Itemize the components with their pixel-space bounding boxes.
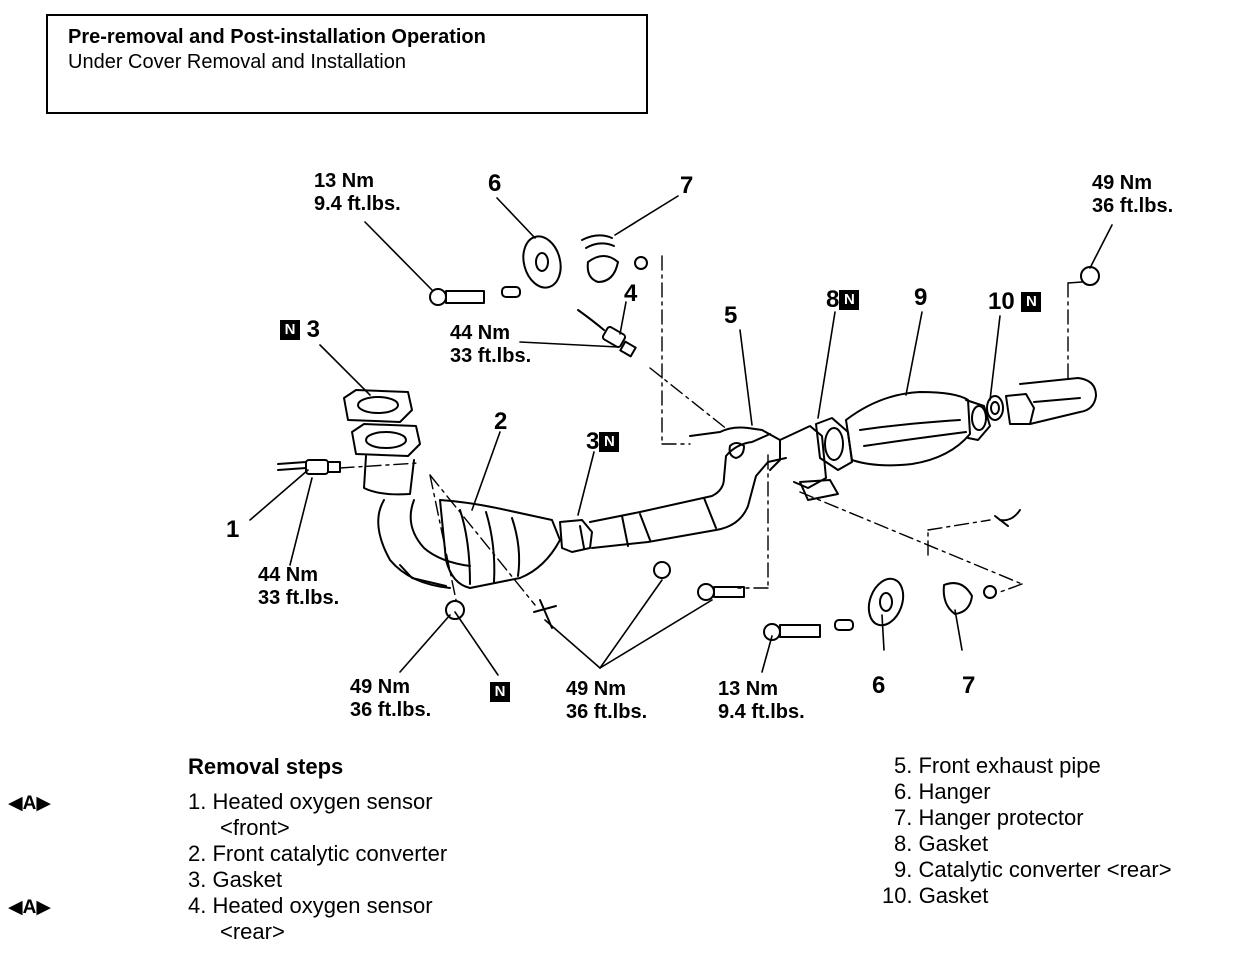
fasteners (429, 256, 1100, 641)
service-marker-a: ◀A▶ (8, 793, 51, 814)
removal-steps-title: Removal steps (188, 754, 344, 779)
callout-10: 10 N (988, 288, 1042, 316)
rear-pipe (986, 377, 1097, 425)
new-part-badge: N (599, 432, 620, 452)
removal-step-2: 2. Front catalytic converter (188, 841, 448, 866)
callout-6-upper: 6 (488, 170, 502, 197)
callout-2: 2 (494, 408, 508, 435)
removal-step-1: 1. Heated oxygen sensor (188, 789, 433, 814)
new-part-badge: N (1021, 292, 1042, 312)
rear-catalytic-converter (815, 391, 991, 471)
removal-step-8: 8. Gasket (894, 831, 989, 856)
new-part-badge: N (839, 290, 860, 310)
callout-1: 1 (226, 516, 240, 543)
front-catalytic-converter (363, 455, 593, 589)
callout-5: 5 (724, 302, 738, 329)
new-part-badge: N (280, 320, 300, 340)
header-title: Pre-removal and Post-installation Operat… (68, 26, 486, 48)
removal-step-7: 7. Hanger protector (894, 805, 1084, 830)
callout-7-upper: 7 (680, 172, 694, 199)
removal-step-6: 6. Hanger (894, 779, 991, 804)
header-subtitle: Under Cover Removal and Installation (68, 51, 406, 73)
hangers (522, 234, 973, 627)
removal-step-9: 9. Catalytic converter <rear> (894, 857, 1172, 882)
new-part-badge: N (490, 682, 510, 702)
front-flanges (343, 389, 421, 457)
callout-9: 9 (914, 284, 928, 311)
callout-new-nut: N (490, 678, 510, 706)
callout-7-lower: 7 (962, 672, 976, 699)
leader-lines (249, 195, 1113, 676)
callout-4: 4 (624, 280, 638, 307)
removal-step-5: 5. Front exhaust pipe (894, 753, 1101, 778)
removal-step-3: 3. Gasket (188, 867, 283, 892)
callout-6-lower: 6 (872, 672, 886, 699)
assembly-lines (339, 255, 1083, 606)
front-exhaust-pipe (589, 425, 839, 549)
header-box: Pre-removal and Post-installation Operat… (46, 14, 648, 114)
removal-step-4-cont: <rear> (220, 919, 285, 944)
removal-step-1-cont: <front> (220, 815, 290, 840)
service-marker-a: ◀A▶ (8, 897, 51, 918)
removal-step-10: 10. Gasket (882, 883, 989, 908)
oxygen-sensors (277, 309, 637, 475)
removal-step-4: 4. Heated oxygen sensor (188, 893, 433, 918)
callout-3-upper: N 3 (280, 316, 320, 344)
